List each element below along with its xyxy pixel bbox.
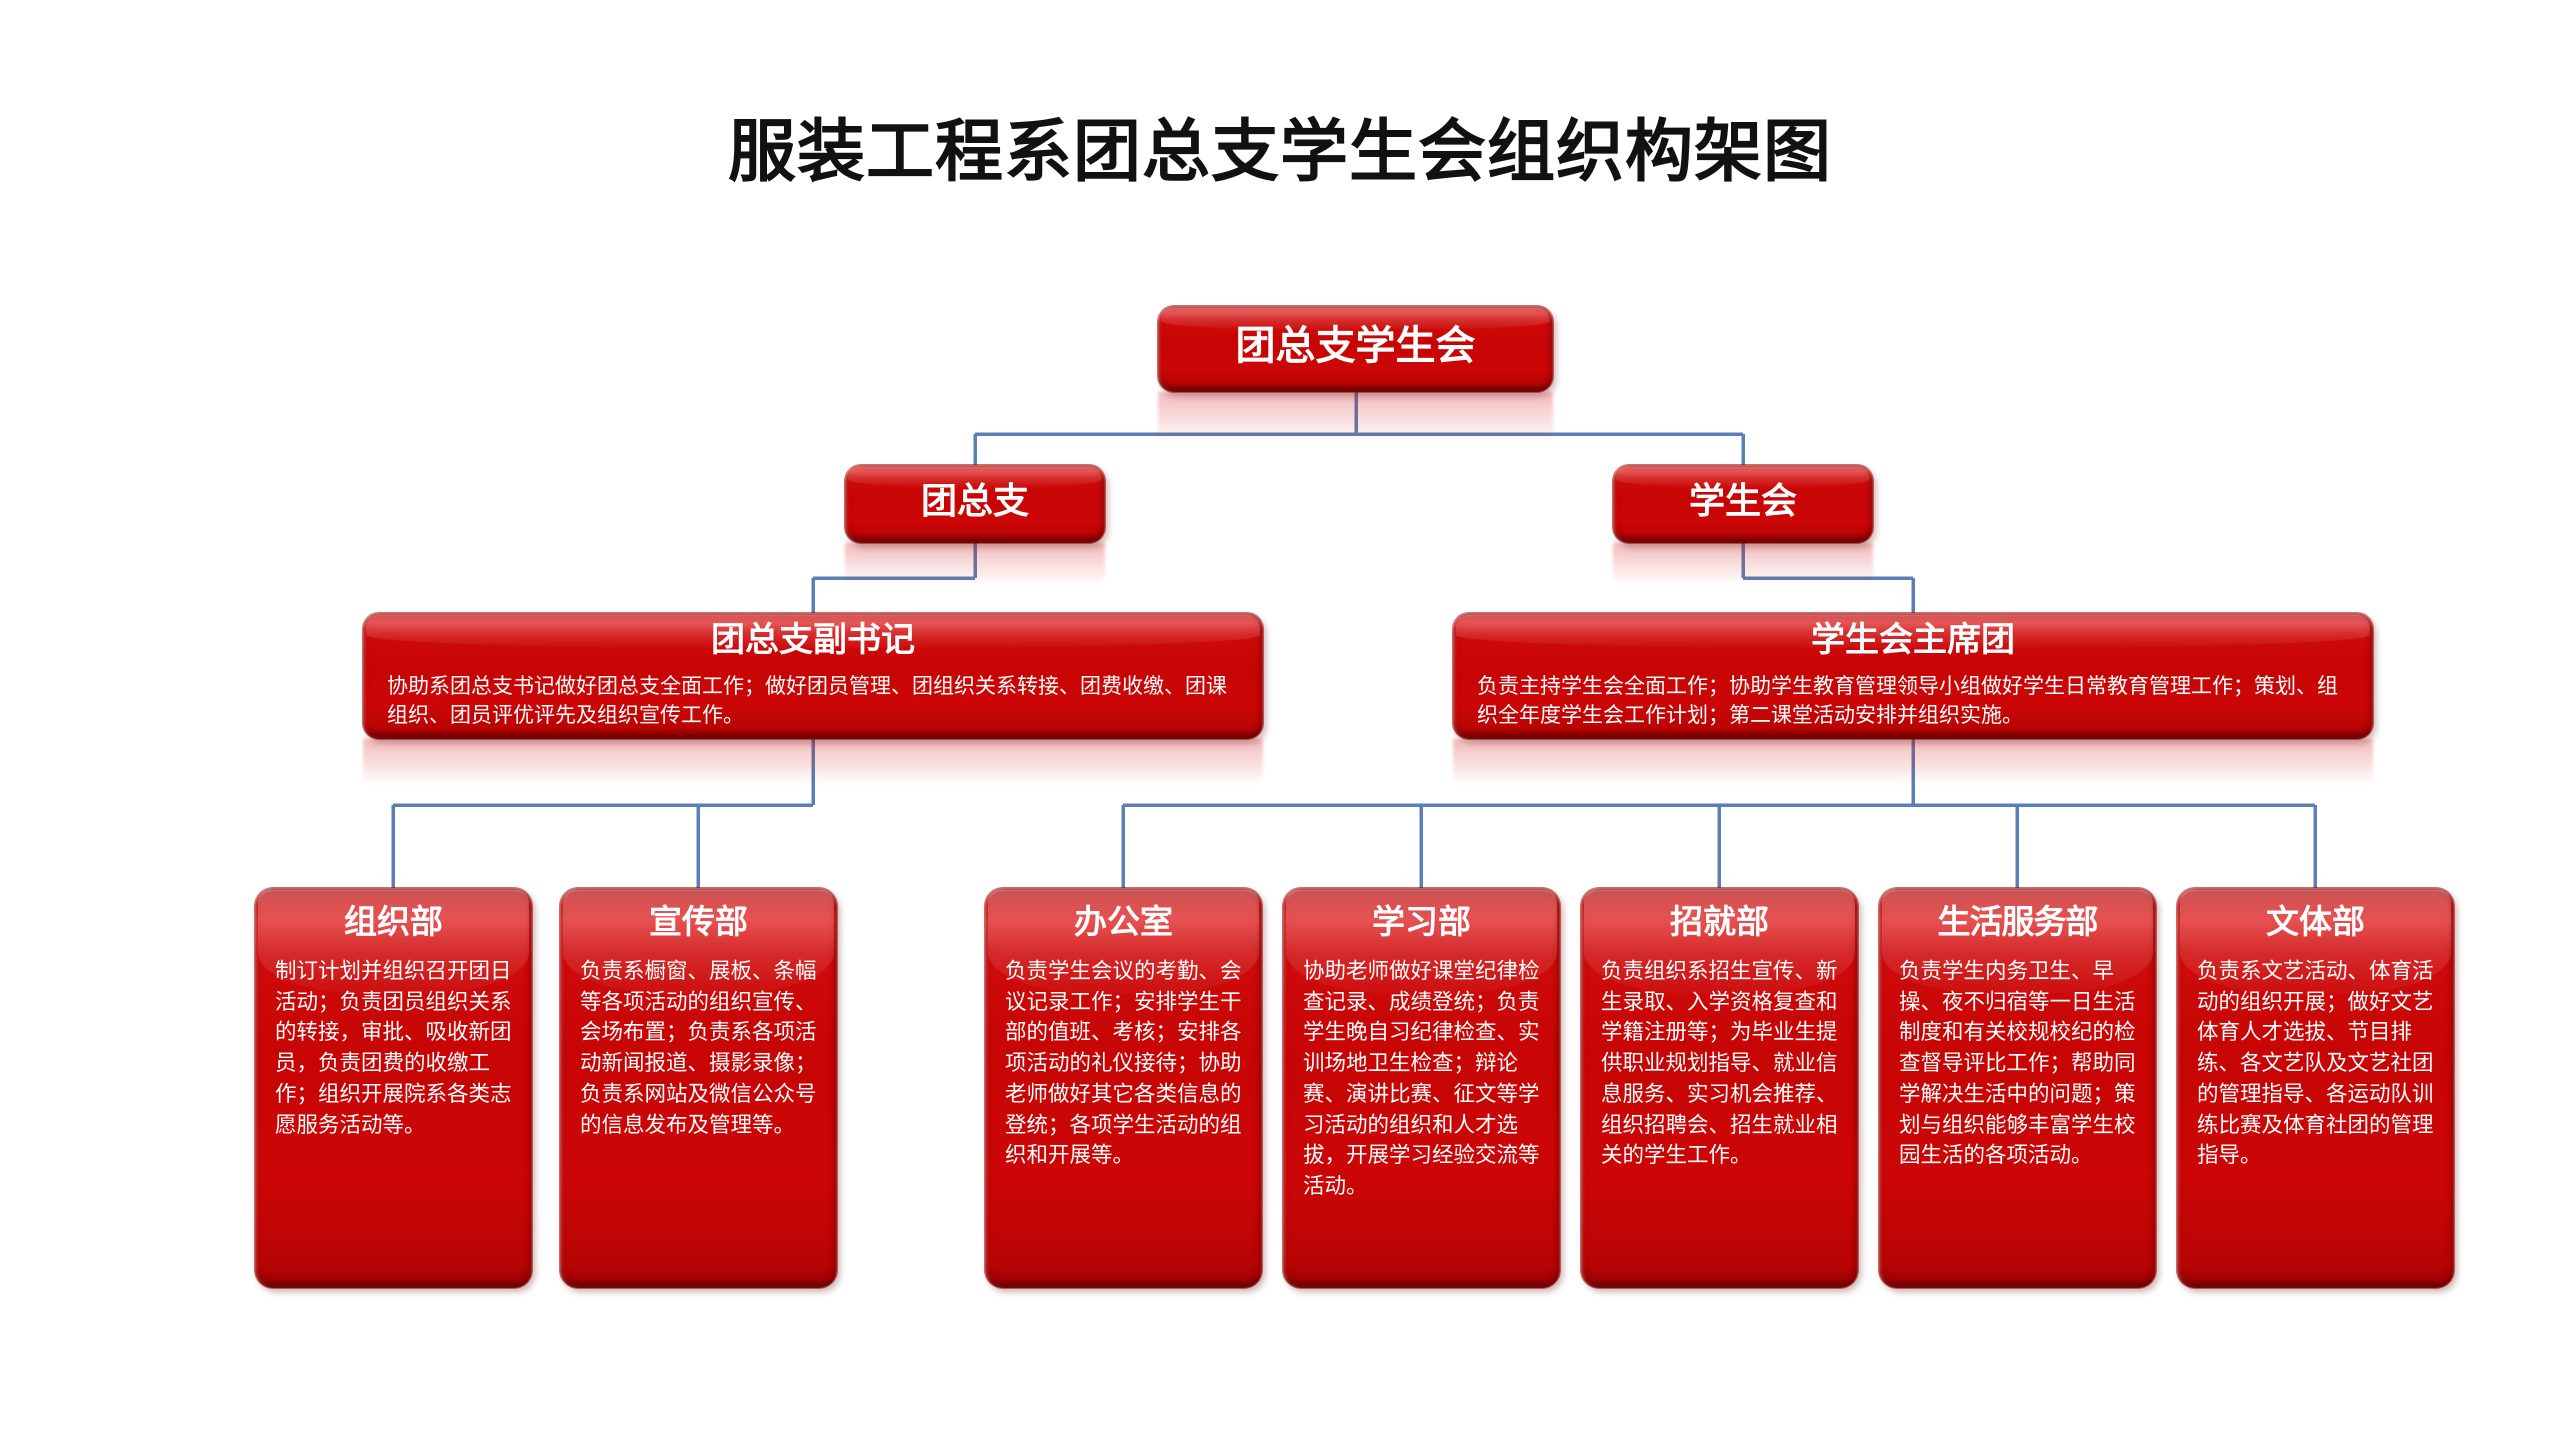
node-department-label: 招就部 — [1670, 902, 1769, 941]
node-department-label: 生活服务部 — [1937, 902, 2099, 941]
node-department-bangongshi[interactable]: 办公室 负责学生会议的考勤、会议记录工作；安排学生干部的值班、考核；安排各项活动… — [985, 888, 1262, 1288]
node-department-shenghuofuwubu[interactable]: 生活服务部 负责学生内务卫生、早操、夜不归宿等一日生活制度和有关校规校纪的检查督… — [1879, 888, 2156, 1288]
reflection-zhuxituan — [1453, 739, 2373, 785]
node-department-xuexibu[interactable]: 学习部 协助老师做好课堂纪律检查记录、成绩登统；负责学生晚自习纪律检查、实训场地… — [1283, 888, 1560, 1288]
node-department-label: 办公室 — [1074, 902, 1173, 941]
node-department-description: 负责学生内务卫生、早操、夜不归宿等一日生活制度和有关校规校纪的检查督导评比工作；… — [1899, 958, 2136, 1169]
node-zhuxituan-label: 学生会主席团 — [1811, 620, 2015, 660]
node-department-description: 协助老师做好课堂纪律检查记录、成绩登统；负责学生晚自习纪律检查、实训场地卫生检查… — [1303, 958, 1540, 1200]
page-title: 服装工程系团总支学生会组织构架图 — [727, 112, 1832, 192]
node-fushuji-description: 协助系团总支书记做好团总支全面工作；做好团员管理、团组织关系转接、团费收缴、团课… — [387, 674, 1227, 728]
node-department-description: 负责系橱窗、展板、条幅等各项活动的组织宣传、会场布置；负责系各项活动新闻报道、摄… — [580, 958, 817, 1138]
node-department-zuzhibu[interactable]: 组织部 制订计划并组织召开团日活动；负责团员组织关系的转接，审批、吸收新团员，负… — [255, 888, 532, 1288]
node-root-label: 团总支学生会 — [1235, 322, 1476, 369]
node-department-description: 制订计划并组织召开团日活动；负责团员组织关系的转接，审批、吸收新团员，负责团费的… — [275, 958, 512, 1138]
node-zhuxituan-description: 负责主持学生会全面工作；协助学生教育管理领导小组做好学生日常教育管理工作；策划、… — [1477, 674, 2338, 728]
node-department-label: 组织部 — [344, 902, 443, 941]
node-department-description: 负责学生会议的考勤、会议记录工作；安排学生干部的值班、考核；安排各项活动的礼仪接… — [1005, 958, 1242, 1169]
node-department-label: 文体部 — [2266, 902, 2365, 941]
node-department-description: 负责组织系招生宣传、新生录取、入学资格复查和学籍注册等；为毕业生提供职业规划指导… — [1601, 958, 1838, 1169]
reflection-xueshenghui — [1613, 543, 1873, 585]
node-department-label: 学习部 — [1372, 902, 1471, 941]
node-fushuji[interactable]: 团总支副书记 协助系团总支书记做好团总支全面工作；做好团员管理、团组织关系转接、… — [363, 613, 1263, 739]
reflection-root — [1158, 392, 1553, 444]
node-department-wentibu[interactable]: 文体部 负责系文艺活动、体育活动的组织开展；做好文艺体育人才选拔、节目排练、各文… — [2177, 888, 2454, 1288]
node-fushuji-label: 团总支副书记 — [711, 620, 915, 660]
node-tuanzongzhi-label: 团总支 — [920, 480, 1029, 522]
node-department-xuanchuanbu[interactable]: 宣传部 负责系橱窗、展板、条幅等各项活动的组织宣传、会场布置；负责系各项活动新闻… — [560, 888, 837, 1288]
node-department-description: 负责系文艺活动、体育活动的组织开展；做好文艺体育人才选拔、节目排练、各文艺队及文… — [2197, 958, 2434, 1169]
node-xueshenghui[interactable]: 学生会 — [1613, 465, 1873, 543]
reflection-tuanzongzhi — [845, 543, 1105, 585]
node-tuanzongzhi[interactable]: 团总支 — [845, 465, 1105, 543]
node-zhuxituan[interactable]: 学生会主席团 负责主持学生会全面工作；协助学生教育管理领导小组做好学生日常教育管… — [1453, 613, 2373, 739]
node-department-label: 宣传部 — [649, 902, 748, 941]
node-root[interactable]: 团总支学生会 — [1158, 306, 1553, 392]
reflection-fushuji — [363, 739, 1263, 785]
node-department-zhaojiubu[interactable]: 招就部 负责组织系招生宣传、新生录取、入学资格复查和学籍注册等；为毕业生提供职业… — [1581, 888, 1858, 1288]
node-xueshenghui-label: 学生会 — [1688, 480, 1797, 522]
